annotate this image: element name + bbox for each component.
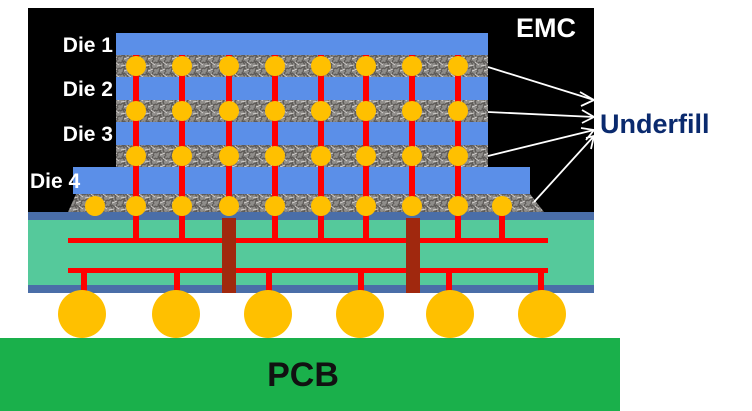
pcb-board [0, 338, 620, 411]
underfill-layer-2 [116, 100, 488, 122]
die-3-label: Die 3 [63, 123, 113, 146]
die-1-label: Die 1 [63, 34, 114, 57]
micro-bumps [85, 56, 512, 216]
ball-stubs [81, 272, 544, 294]
die-1 [116, 33, 488, 55]
underfill-layer-3 [116, 145, 488, 167]
pcb-label: PCB [267, 356, 339, 394]
die-4-label-prefix: Die [30, 170, 69, 193]
substrate [28, 220, 594, 285]
die-2-label: Die 2 [63, 78, 113, 101]
underfill-layer-1 [116, 55, 488, 77]
substrate-via-left [222, 218, 236, 293]
die-4-label-number: 4 [69, 170, 81, 193]
die-2 [116, 77, 488, 100]
emc-label: EMC [516, 13, 576, 43]
die-3 [116, 122, 488, 145]
underfill-label: Underfill [600, 109, 710, 139]
substrate-via-right [406, 218, 420, 293]
substrate-bottom-layer [28, 285, 594, 293]
substrate-trace-lower [68, 268, 548, 273]
die-4-label: Die 4 [30, 170, 81, 193]
underfill-arrows [487, 66, 596, 203]
substrate-trace-upper [68, 238, 548, 243]
substrate-top-layer [28, 212, 594, 220]
die-4 [73, 167, 530, 194]
solder-balls [58, 290, 566, 338]
